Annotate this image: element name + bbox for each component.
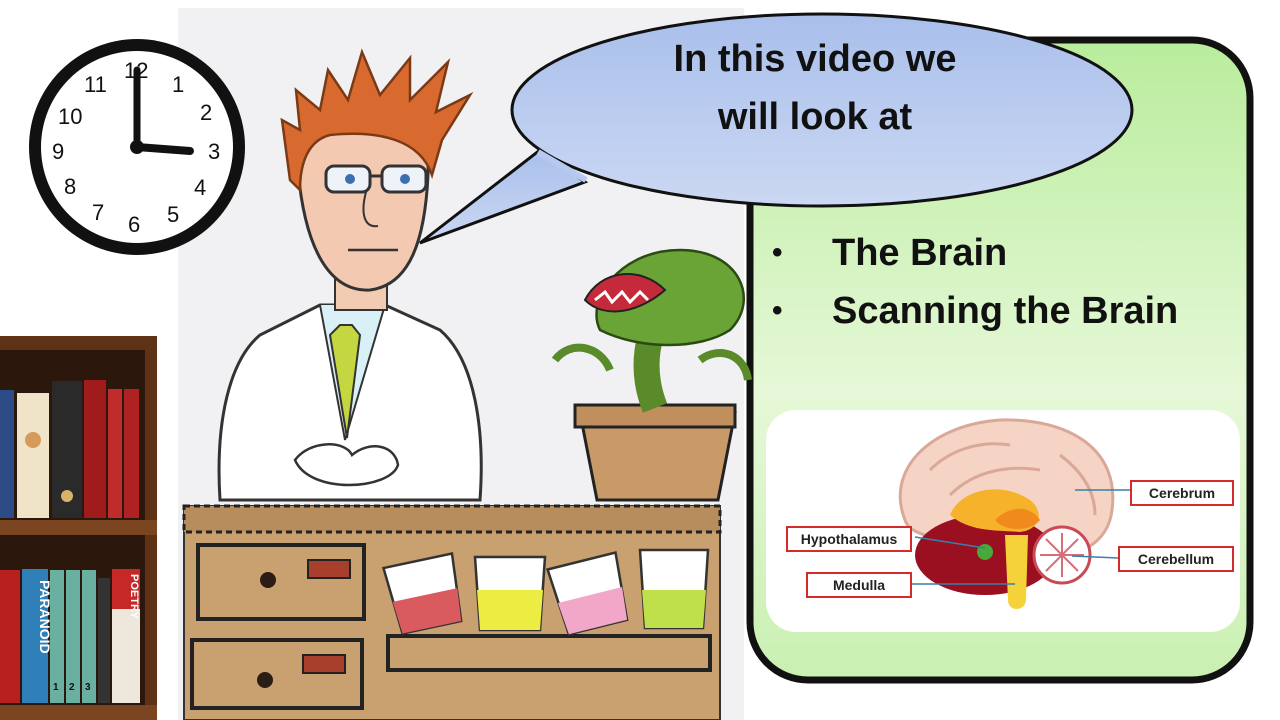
topic-item: • Scanning the Brain [772,282,1252,340]
bookshelf: PARANOID POETRY 1 2 3 [0,336,157,720]
clock-number-12: 12 [124,58,148,83]
beaker-pink [545,551,629,636]
clock-number-1: 1 [172,72,184,97]
cardboard-desk [182,504,722,720]
book-spine-poetry: POETRY [128,574,140,619]
clock-number-5: 5 [167,202,179,227]
clock-number-10: 10 [58,104,82,129]
label-cerebrum: Cerebrum [1130,480,1234,506]
speech-bubble [419,12,1134,245]
clock-number-3: 3 [208,139,220,164]
topic-label: The Brain [832,231,1008,274]
topic-label: Scanning the Brain [832,289,1179,332]
book-volume-2: 2 [69,682,75,693]
wall-clock: 12 1 2 3 4 5 6 7 8 9 10 11 [29,39,245,255]
beaker-green [638,548,710,630]
label-hypothalamus: Hypothalamus [786,526,912,552]
clock-number-8: 8 [64,174,76,199]
clock-number-9: 9 [52,139,64,164]
topic-list: • The Brain • Scanning the Brain [772,224,1252,340]
bullet-icon: • [772,294,783,327]
clock-number-4: 4 [194,175,206,200]
book-volume-1: 1 [53,682,59,693]
label-medulla: Medulla [806,572,912,598]
speech-line-1: In this video we [673,38,957,80]
beaker-red [381,551,463,635]
brain-diagram [898,418,1130,609]
speech-bubble-text: In this video we will look at [600,30,1030,146]
book-volume-3: 3 [85,682,91,693]
clock-number-7: 7 [92,200,104,225]
plant-illustration [551,248,752,502]
label-cerebellum: Cerebellum [1118,546,1234,572]
scientist-illustration [217,48,483,502]
clock-number-11: 11 [84,72,107,97]
topic-item: • The Brain [772,224,1252,282]
book-spine-paranoid: PARANOID [37,580,53,654]
speech-line-2: will look at [717,96,913,138]
bullet-icon: • [772,236,783,269]
clock-number-6: 6 [128,212,140,237]
clock-number-2: 2 [200,100,212,125]
beaker-yellow [473,555,547,632]
